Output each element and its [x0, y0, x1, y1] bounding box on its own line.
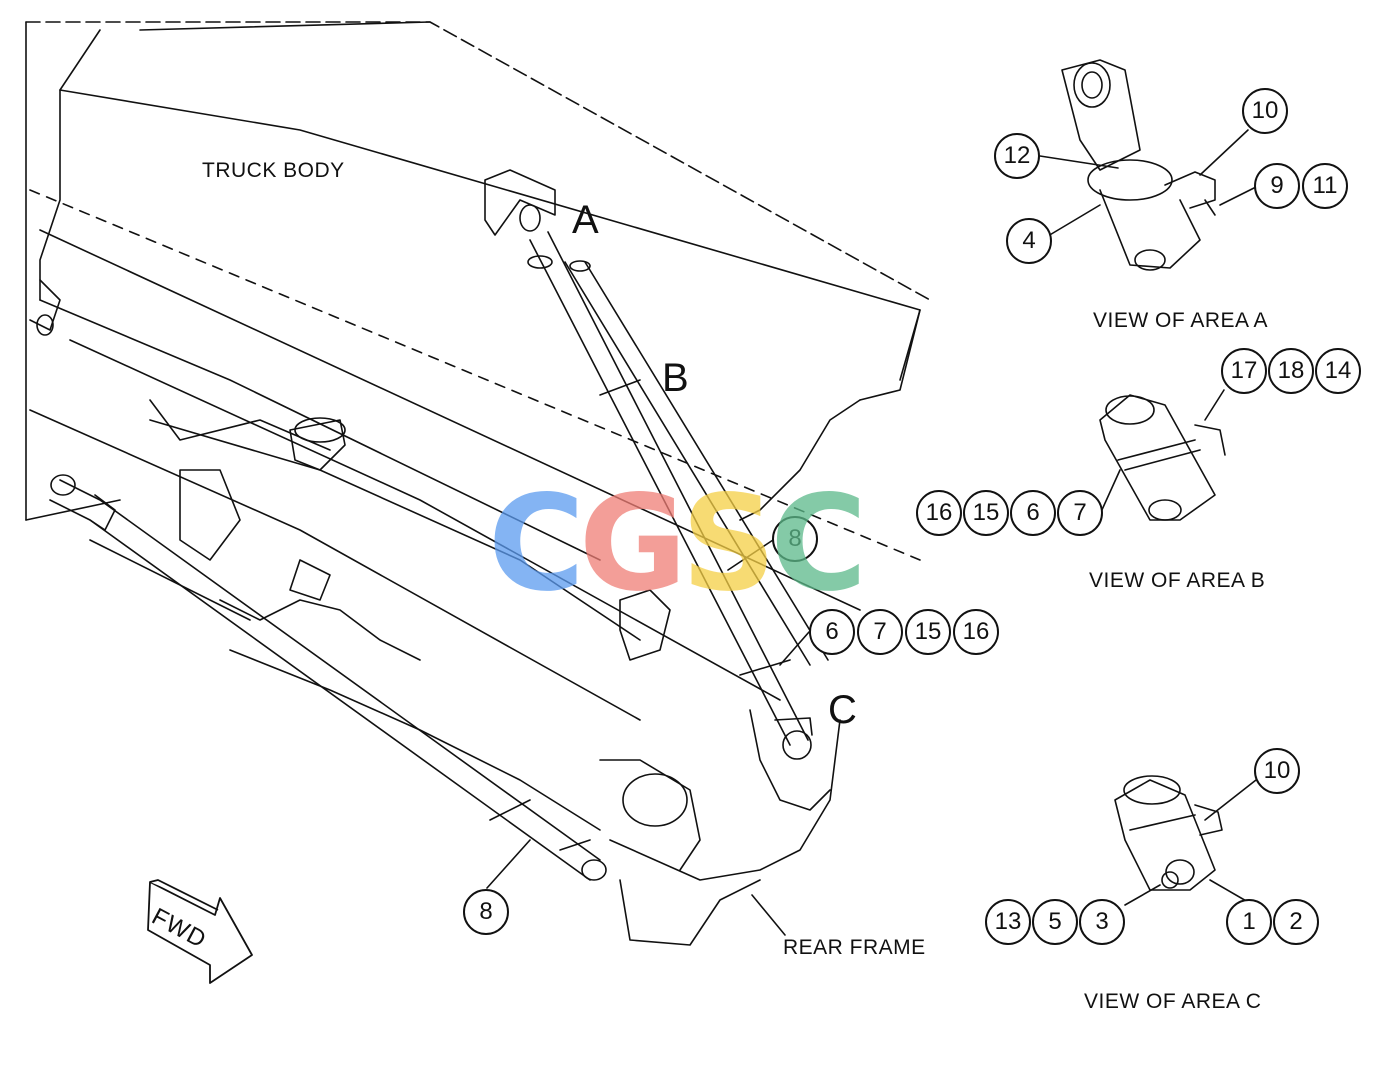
- callout-12-view-a: 12: [994, 133, 1040, 179]
- callout-15-main: 15: [905, 609, 951, 655]
- callout-5-view-c: 5: [1032, 899, 1078, 945]
- callout-2-view-c: 2: [1273, 899, 1319, 945]
- callout-6-main: 6: [809, 609, 855, 655]
- callout-6-view-b: 6: [1010, 490, 1056, 536]
- callout-18-view-b: 18: [1268, 348, 1314, 394]
- watermark-letter: C: [488, 467, 585, 621]
- callout-14-view-b: 14: [1315, 348, 1361, 394]
- watermark-letter: S: [681, 467, 776, 621]
- area-c-marker: C: [828, 688, 857, 732]
- area-a-marker: A: [572, 198, 599, 242]
- cgsc-watermark-logo: CGSC: [488, 478, 867, 610]
- callout-10-view-a: 10: [1242, 88, 1288, 134]
- callout-7-main: 7: [857, 609, 903, 655]
- watermark-letter: C: [770, 467, 867, 621]
- callout-13-view-c: 13: [985, 899, 1031, 945]
- view-a-caption: VIEW OF AREA A: [1093, 309, 1269, 332]
- callout-4-view-a: 4: [1006, 218, 1052, 264]
- callout-3-view-c: 3: [1079, 899, 1125, 945]
- callout-10-view-c: 10: [1254, 748, 1300, 794]
- callout-11-view-a: 11: [1302, 163, 1348, 209]
- callout-16-main: 16: [953, 609, 999, 655]
- callout-8-lower: 8: [463, 889, 509, 935]
- view-c-caption: VIEW OF AREA C: [1084, 990, 1262, 1013]
- callout-7-view-b: 7: [1057, 490, 1103, 536]
- callout-15-view-b: 15: [963, 490, 1009, 536]
- area-b-marker: B: [662, 356, 689, 400]
- callout-8-upper: 8: [772, 516, 818, 562]
- view-b-caption: VIEW OF AREA B: [1089, 569, 1266, 592]
- callout-17-view-b: 17: [1221, 348, 1267, 394]
- truck-body-label: TRUCK BODY: [202, 159, 345, 182]
- rear-frame-label: REAR FRAME: [783, 936, 926, 959]
- watermark-letter: G: [578, 467, 687, 621]
- callout-1-view-c: 1: [1226, 899, 1272, 945]
- callout-9-view-a: 9: [1254, 163, 1300, 209]
- callout-16-view-b: 16: [916, 490, 962, 536]
